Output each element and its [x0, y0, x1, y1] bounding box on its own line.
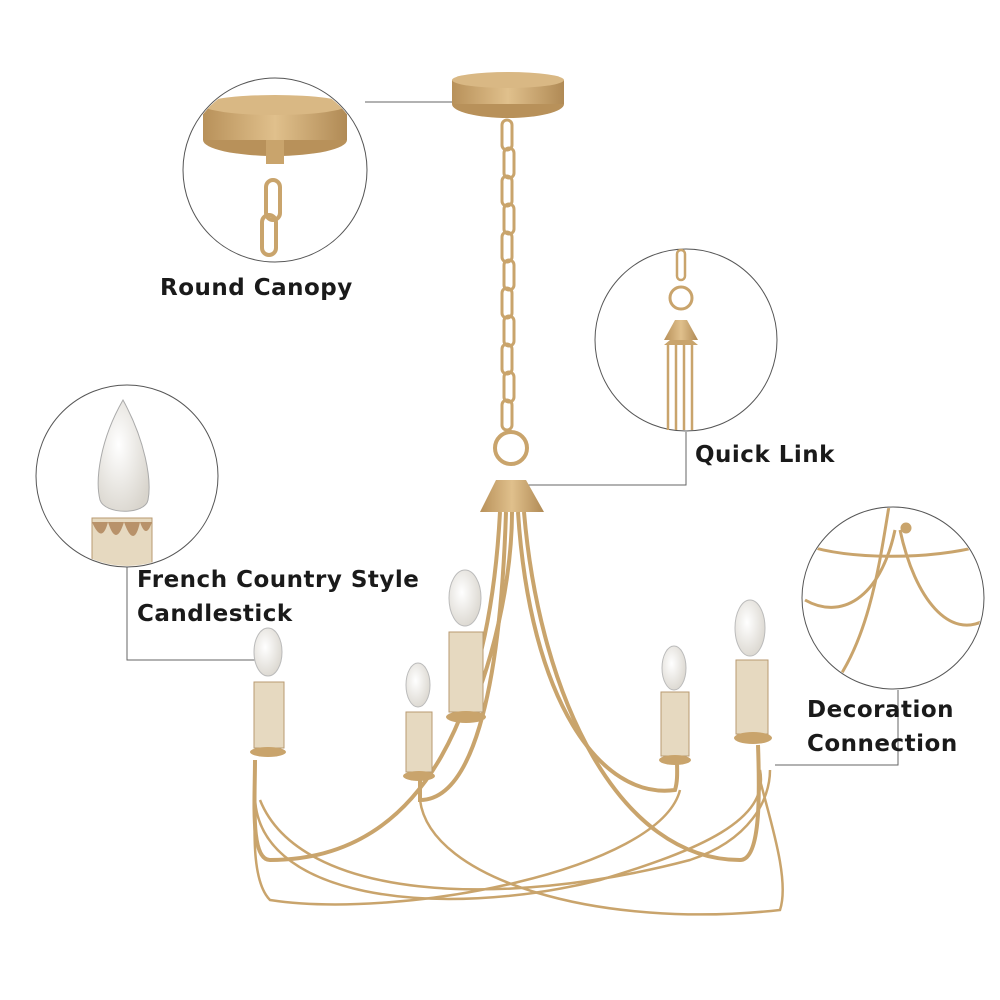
candle-2: [403, 662, 435, 781]
label-line: Connection: [807, 731, 958, 757]
candles: [250, 569, 772, 781]
chain: [493, 118, 529, 466]
candle-5: [734, 599, 772, 744]
detail-quick-link: [594, 248, 778, 432]
candle-4: [659, 645, 691, 765]
label-line: Round Canopy: [160, 275, 353, 301]
label-quick-link: Quick Link: [695, 438, 835, 472]
label-line: Decoration: [807, 697, 955, 723]
detail-canopy: [182, 77, 368, 263]
candle-1: [250, 627, 286, 757]
detail-candlestick: [35, 384, 219, 568]
leader-lines: [126, 101, 899, 766]
label-round-canopy: Round Canopy: [160, 271, 353, 305]
label-line: French Country Style: [137, 567, 420, 593]
arms: [252, 511, 784, 916]
candle-3: [446, 569, 486, 723]
canopy: [452, 72, 564, 118]
detail-decoration: [801, 506, 985, 690]
label-line: Candlestick: [137, 601, 293, 627]
label-line: Quick Link: [695, 442, 835, 468]
